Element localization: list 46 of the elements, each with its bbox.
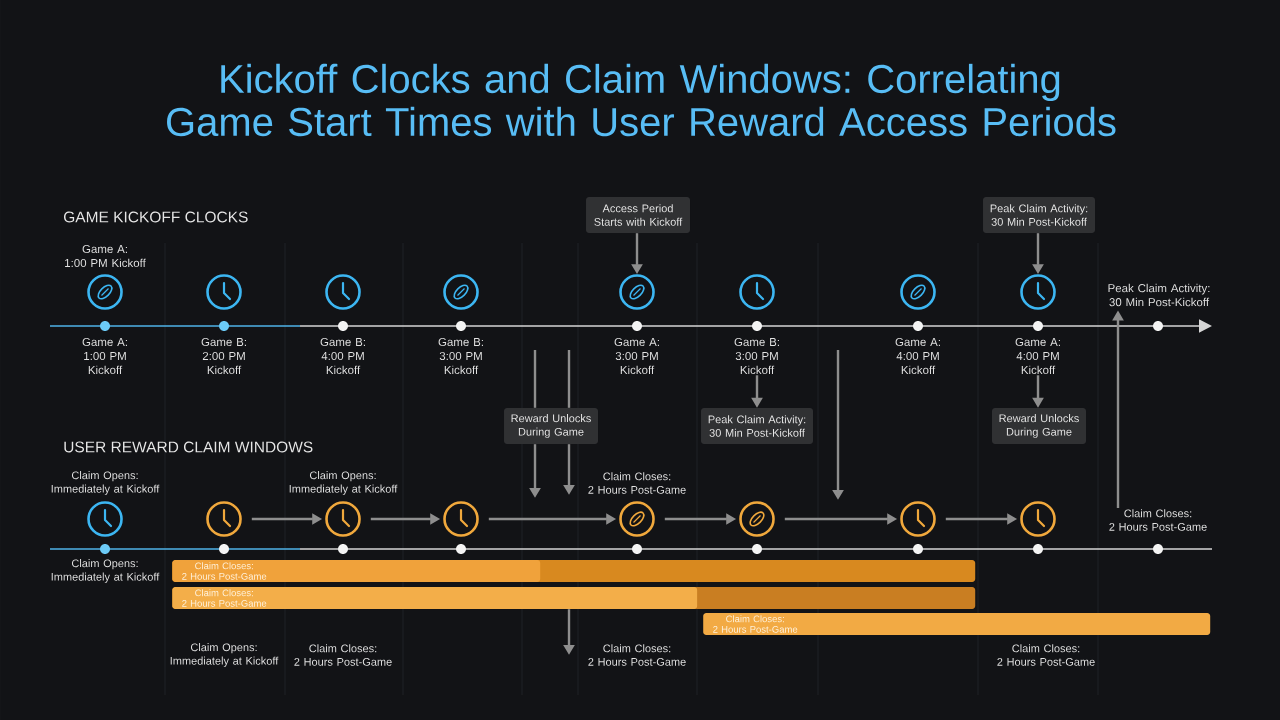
claim-window-bar: Claim Closes: 2 Hours Post-Game [172,587,976,609]
claim-label: Claim Closes: 2 Hours Post-Game [294,644,392,666]
callout-box: Peak Claim Activity: 30 Min Post-Kickoff [701,408,813,444]
kickoff-label: Game B: 3:00 PM Kickoff [438,337,483,375]
callout-box: Reward Unlocks During Game [992,408,1086,444]
claim-label: Claim Opens: Immediately at Kickoff [289,471,398,495]
claim-label: Claim Closes: 2 Hours Post-Game [588,644,686,666]
clock-icon [206,501,242,537]
clock-icon [325,274,361,310]
clock-icon [1020,501,1056,537]
kickoff-label: Game B: 4:00 PM Kickoff [320,337,365,375]
callout-box: Reward Unlocks During Game [504,408,598,444]
kickoff-label: Game B: 2:00 PM Kickoff [201,337,246,375]
section-heading: USER REWARD CLAIM WINDOWS [64,441,313,453]
kickoff-label: Game A: 4:00 PM Kickoff [895,337,940,375]
football-icon [87,274,123,310]
activity-label: Peak Claim Activity: 30 Min Post-Kickoff [1108,283,1210,307]
clock-icon [900,501,936,537]
claim-label: Claim Closes: 2 Hours Post-Game [588,472,686,494]
claim-window-bar: Claim Closes: 2 Hours Post-Game [703,613,1211,635]
clock-icon [325,501,361,537]
kickoff-label: Game A: 1:00 PM Kickoff [82,337,127,375]
clock-icon [739,274,775,310]
football-icon [619,274,655,310]
clock-icon [87,501,123,537]
callout-box: Access Period Starts with Kickoff [586,197,690,233]
callout-box: Peak Claim Activity: 30 Min Post-Kickoff [983,197,1095,233]
clock-icon [443,501,479,537]
kickoff-label: Game A: 1:00 PM Kickoff [65,244,146,268]
claim-label: Claim Opens: Immediately at Kickoff [170,643,279,667]
claim-label: Claim Opens: Immediately at Kickoff [51,471,160,495]
claim-label: Claim Opens: Immediately at Kickoff [51,559,160,583]
claim-label: Claim Closes: 2 Hours Post-Game [1109,509,1207,531]
kickoff-label: Game A: 4:00 PM Kickoff [1015,337,1060,375]
clock-icon [206,274,242,310]
kickoff-label: Game B: 3:00 PM Kickoff [734,337,779,375]
football-icon [443,274,479,310]
title: Kickoff Clocks and Claim Windows: Correlating Game Start Times with User Reward Access Periods [167,63,1116,137]
claim-label: Claim Closes: 2 Hours Post-Game [997,644,1095,666]
football-icon [619,501,655,537]
section-heading: GAME KICKOFF CLOCKS [64,211,248,223]
clock-icon [1020,274,1056,310]
claim-window-bar: Claim Closes: 2 Hours Post-Game [172,560,976,582]
football-icon [900,274,936,310]
kickoff-label: Game A: 3:00 PM Kickoff [614,337,659,375]
football-icon [739,501,775,537]
